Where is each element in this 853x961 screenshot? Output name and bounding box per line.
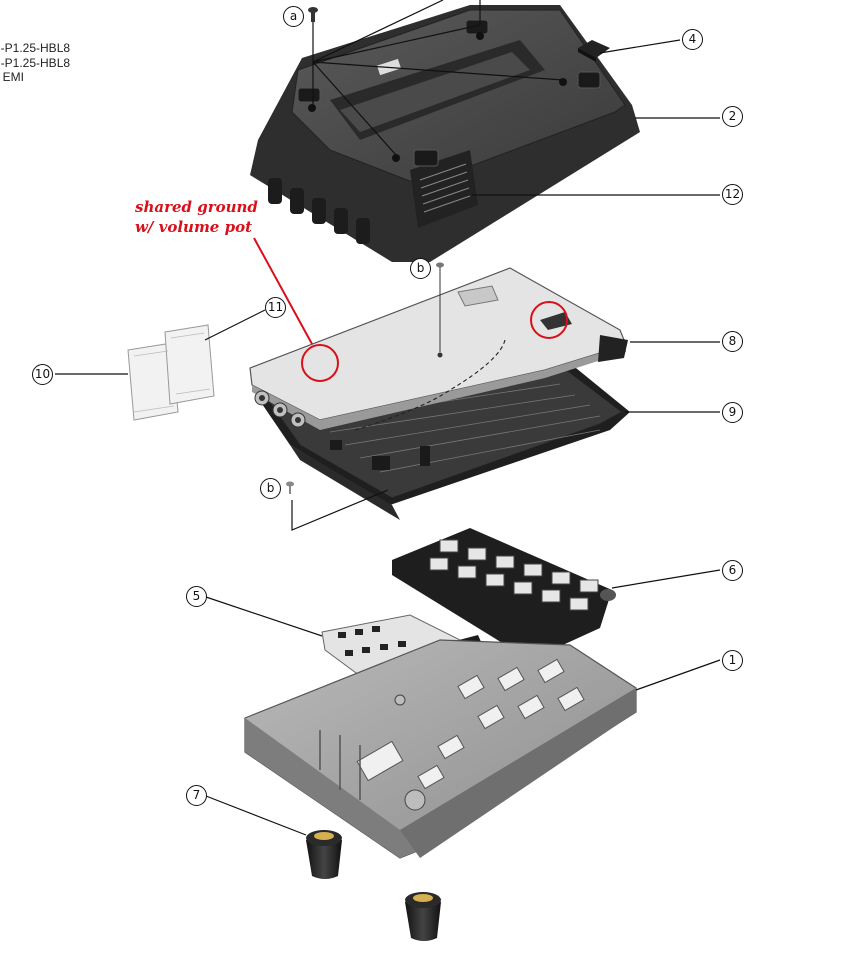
callout-1: 1	[722, 650, 743, 671]
annotation-line-2: w/ volume pot	[135, 218, 252, 236]
ribbon-cables	[127, 324, 215, 421]
rubber-foot	[578, 40, 610, 62]
annotation-line-1: shared ground	[135, 198, 258, 216]
callout-6: 6	[722, 560, 743, 581]
callout-b-top: b	[410, 258, 431, 279]
shield-plate	[249, 267, 628, 431]
knob-2	[405, 892, 441, 941]
callout-4: 4	[682, 29, 703, 50]
callout-9: 9	[722, 402, 743, 423]
part-list-line-1: R-P1.25-HBL8	[0, 41, 71, 55]
rubber-keypad	[392, 528, 616, 660]
screw-b-top	[436, 262, 444, 352]
screw-b-bottom	[286, 481, 294, 494]
top-cover	[250, 5, 640, 262]
callout-a: a	[283, 6, 304, 27]
screw-a	[308, 7, 318, 22]
leader-lines-bottom	[205, 569, 721, 836]
callout-8: 8	[722, 331, 743, 352]
callout-2: 2	[722, 106, 743, 127]
callout-12: 12	[722, 184, 743, 205]
knob-1	[306, 830, 342, 879]
callout-10: 10	[32, 364, 53, 385]
callout-7: 7	[186, 785, 207, 806]
callout-11: 11	[265, 297, 286, 318]
part-list-line-2: R-P1.25-HBL8	[0, 56, 71, 70]
leader-lines-top	[312, 0, 720, 196]
annotation-pointer	[253, 237, 313, 345]
callout-5: 5	[186, 586, 207, 607]
ground-point-circles	[253, 237, 568, 382]
knobs	[306, 830, 441, 941]
bottom-case	[244, 639, 637, 859]
leader-lines-middle	[55, 309, 720, 531]
part-list-line-3: A EMI	[0, 70, 25, 84]
callout-b-bottom: b	[260, 478, 281, 499]
